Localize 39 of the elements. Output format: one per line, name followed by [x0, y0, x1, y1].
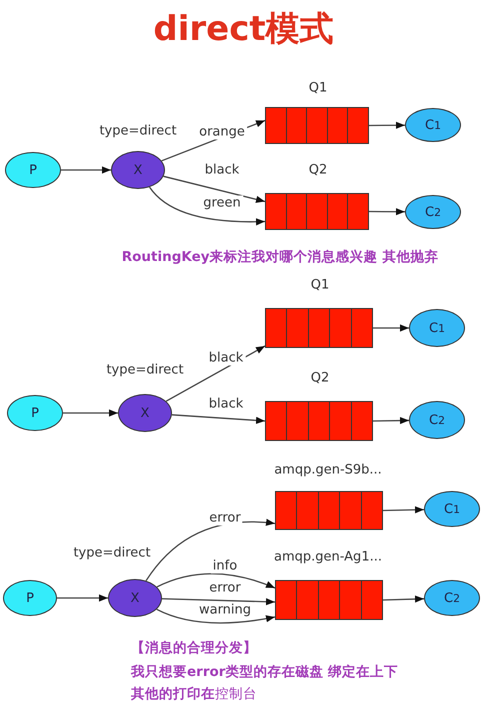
arrow	[163, 176, 266, 203]
arrow	[156, 608, 276, 624]
arrow	[57, 594, 108, 602]
caption: 我只想要error类型的存在磁盘 绑定在上下	[131, 663, 398, 681]
exchange-ellipse: X	[111, 151, 165, 189]
queue-label: Q2	[310, 370, 330, 386]
caption: 其他的打印在控制台	[131, 685, 257, 703]
queue-label: amqp.gen-Ag1...	[274, 550, 382, 564]
edge-label: green	[201, 196, 243, 210]
arrow	[61, 166, 111, 174]
exchange-ellipse: X	[108, 579, 162, 617]
queue-label: amqp.gen-S9b...	[274, 462, 382, 478]
arrow	[149, 186, 266, 226]
edge-label: info	[210, 558, 240, 574]
edge-label: orange	[197, 124, 247, 140]
arrow	[373, 324, 409, 332]
caption: 【消息的合理分发】	[131, 639, 257, 657]
arrow	[162, 598, 276, 606]
arrow	[369, 208, 405, 216]
edge-label: black	[206, 350, 246, 366]
title: direct模式	[152, 8, 335, 51]
producer-ellipse: P	[5, 152, 61, 188]
exchange-type-label: type=direct	[71, 546, 153, 560]
producer-ellipse: P	[3, 580, 57, 616]
queue-label: Q2	[308, 162, 328, 178]
arrow	[172, 414, 266, 424]
arrow	[382, 506, 424, 514]
queue-label: Q1	[310, 278, 330, 292]
arrow	[369, 122, 405, 129]
producer-ellipse: P	[7, 395, 63, 431]
exchange-type-label: type=direct	[97, 124, 179, 138]
queue-label: Q1	[308, 80, 328, 96]
exchange-ellipse: X	[118, 394, 172, 432]
arrow	[156, 573, 276, 589]
arrow	[382, 595, 424, 603]
arrow	[63, 409, 118, 417]
caption: RoutingKey来标注我对哪个消息感兴趣 其他抛弃	[122, 248, 438, 266]
arrow	[372, 416, 410, 424]
exchange-type-label: type=direct	[104, 362, 186, 378]
